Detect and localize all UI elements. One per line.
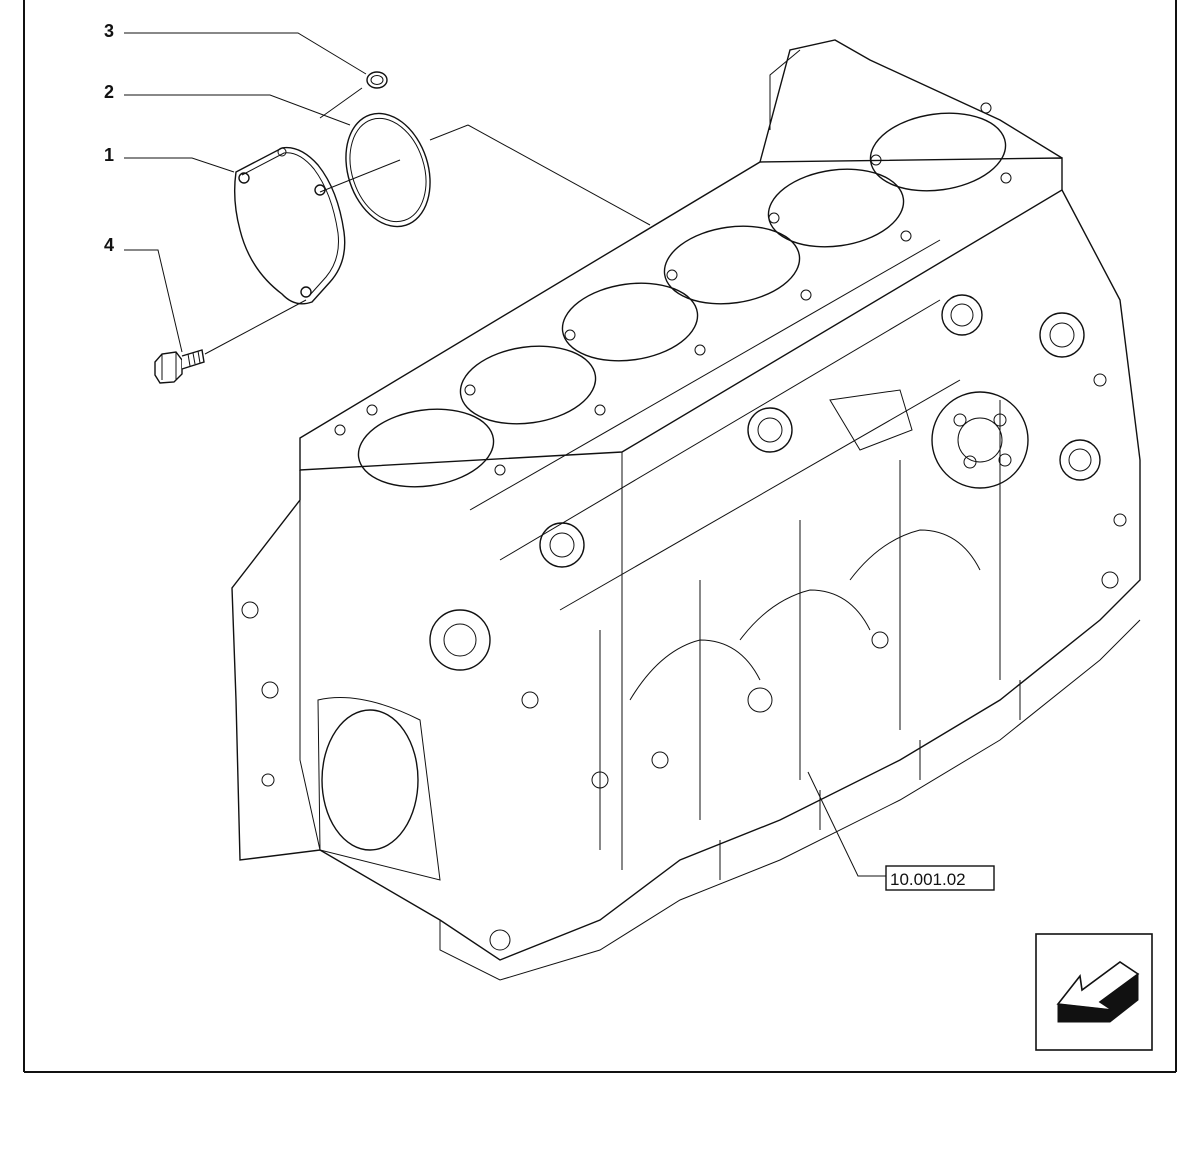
reference-10-001-02[interactable]: 10.001.02 [807, 771, 995, 891]
large-seal-ring-part [345, 112, 431, 228]
callout-1[interactable]: 1 [104, 145, 235, 173]
cover-plate-part [233, 146, 346, 305]
callout-4-leader [124, 249, 183, 353]
reference-label: 10.001.02 [890, 870, 966, 889]
deck-bolt-holes [334, 102, 1012, 476]
engine-block-illustration [231, 39, 1141, 981]
callout-2-leader [124, 94, 351, 126]
drawing-border [23, 0, 1177, 1073]
callout-1-leader [124, 157, 235, 173]
callout-2-number: 2 [104, 82, 114, 102]
callout-1-number: 1 [104, 145, 114, 165]
reference-box [885, 865, 995, 891]
nav-arrow-button[interactable] [1035, 933, 1153, 1051]
callout-3-leader [124, 32, 367, 75]
assembly-axis-lines [204, 87, 651, 355]
callout-3-number: 3 [104, 21, 114, 41]
reference-leader [807, 771, 886, 877]
callout-2[interactable]: 2 [104, 82, 351, 126]
small-o-ring-part [366, 71, 388, 89]
callout-3[interactable]: 3 [104, 21, 367, 75]
arrow-down-left-icon [1056, 961, 1140, 1023]
callout-4-number: 4 [104, 235, 114, 255]
callout-4[interactable]: 4 [104, 235, 183, 353]
bolt-part [154, 349, 205, 384]
